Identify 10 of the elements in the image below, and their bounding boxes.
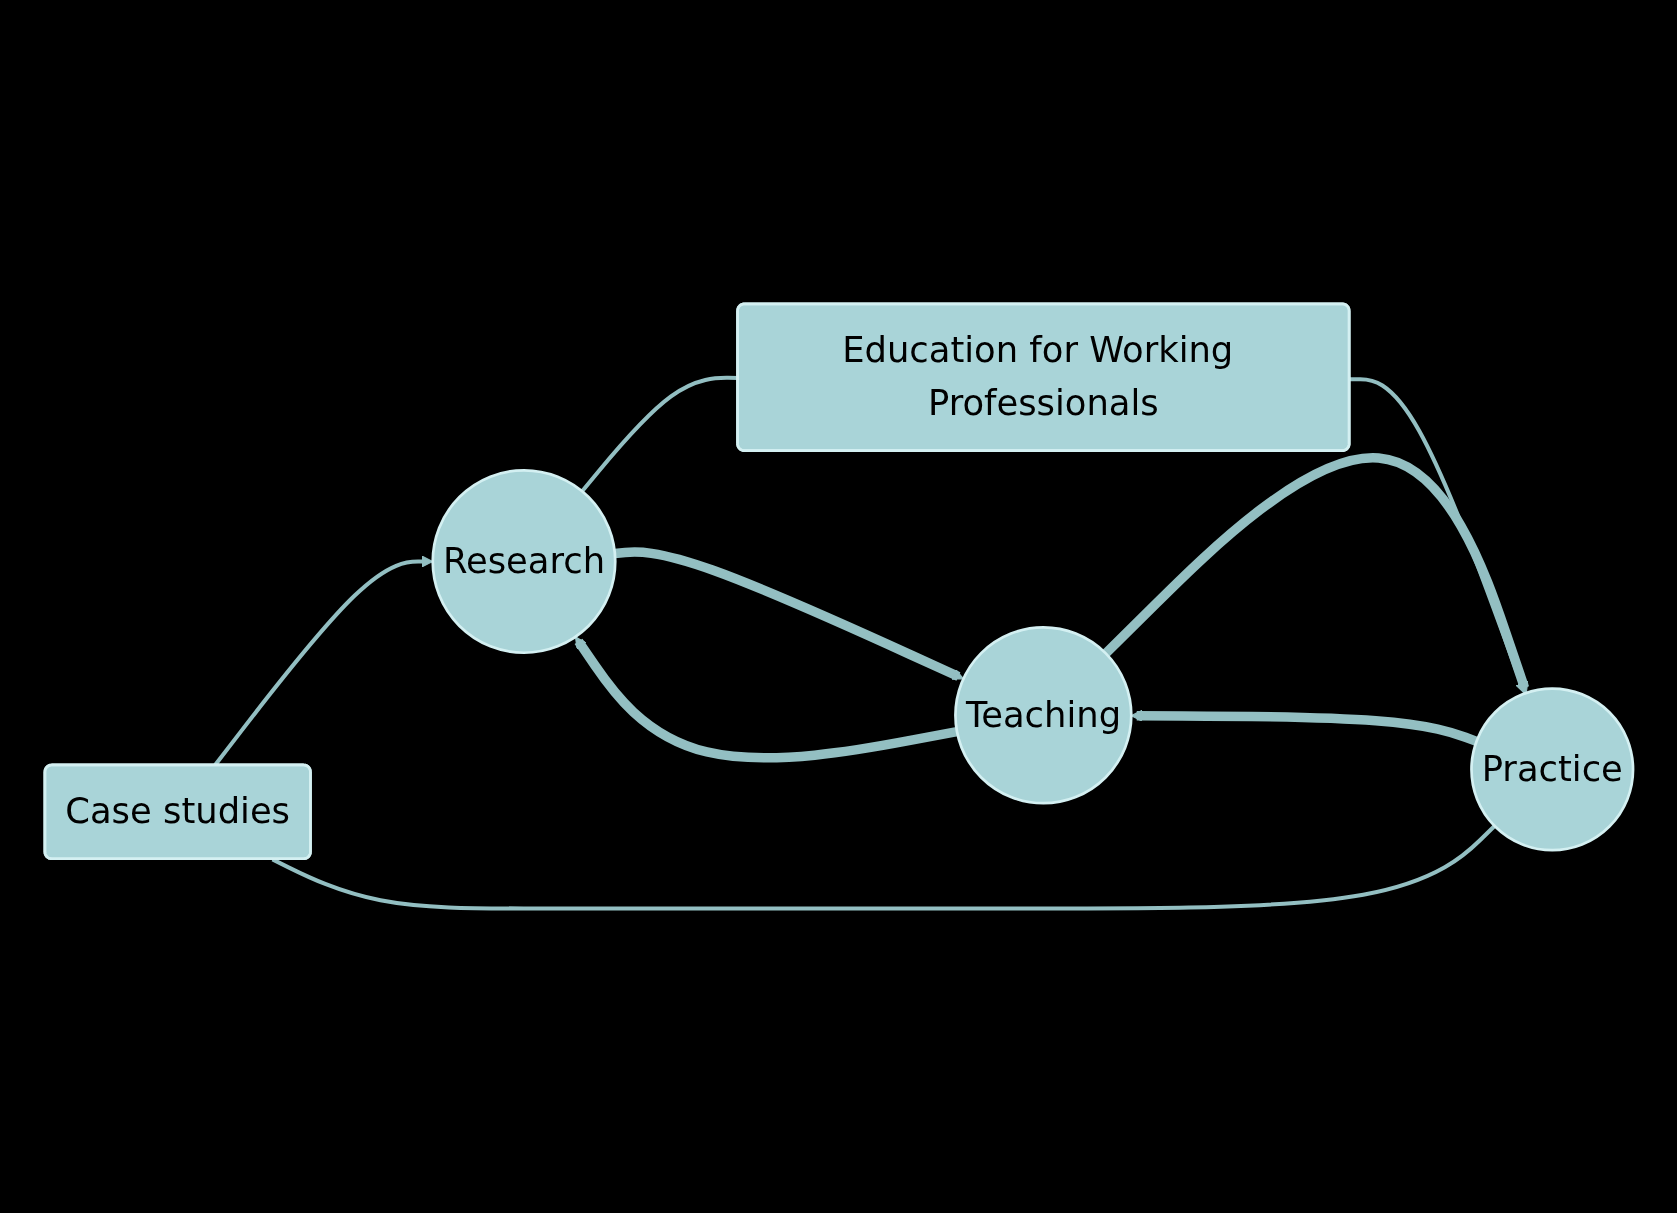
connector — [580, 376, 738, 493]
arrow — [614, 547, 964, 682]
node-circle: Research — [430, 469, 617, 655]
arrow — [1349, 377, 1527, 695]
node-circle: Practice — [1469, 687, 1634, 852]
arrow — [1130, 710, 1478, 747]
arrow — [1102, 453, 1529, 694]
arrow — [574, 636, 958, 763]
connector — [271, 824, 1496, 911]
node-circle: Teaching — [953, 626, 1133, 805]
